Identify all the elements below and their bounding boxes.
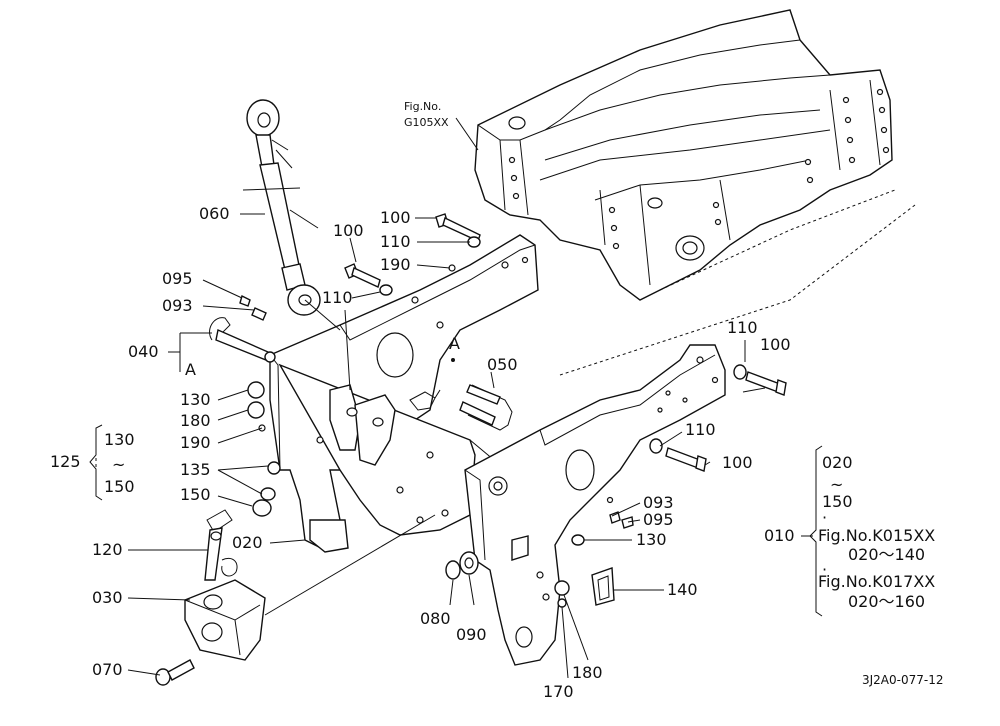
group-125-top: 130 [104,430,135,449]
group-010-brace [809,445,823,617]
label-180-a: 180 [180,411,211,430]
bushing-130-left [247,381,265,399]
left-bracket-020 [269,234,539,553]
grease-135-b [260,487,276,501]
label-130-b: 130 [636,530,667,549]
label-110-b: 110 [322,288,353,307]
group-010-fig2: Fig.No.K017XX [818,572,935,591]
label-100-c: 100 [760,335,791,354]
bushing-180-left [247,401,265,419]
label-060: 060 [199,204,230,223]
lift-pin-120 [204,509,238,581]
transmission-housing [474,9,916,376]
label-093-b: 093 [643,493,674,512]
figure-ref-line2: G105XX [404,116,449,129]
label-180-b: 180 [572,663,603,682]
label-095-a: 095 [162,269,193,288]
label-100-b: 100 [333,221,364,240]
label-080: 080 [420,609,451,628]
bolt-100-right-upper [733,364,787,396]
group-010-bottom: 150 [822,492,853,511]
fitting-093-left [251,307,267,321]
label-090: 090 [456,625,487,644]
top-link-060 [242,99,321,316]
group-010-tilde: ~ [830,475,843,494]
marker-A-dot [451,358,455,362]
label-050: 050 [487,355,518,374]
label-093-a: 093 [162,296,193,315]
label-125: 125 [50,452,81,471]
label-190-b: 190 [180,433,211,452]
bolt-070 [155,659,195,686]
label-040: 040 [128,342,159,361]
label-110-d: 110 [685,420,716,439]
label-130-a: 130 [180,390,211,409]
figure-ref-line1: Fig.No. [404,100,441,113]
label-120: 120 [92,540,123,559]
label-110-a: 110 [380,232,411,251]
group-010-range1: 020～140 [848,545,925,564]
bushing-130-right [571,534,585,546]
pin-040 [209,317,276,363]
washer-080 [445,560,461,580]
plug-170 [557,598,567,608]
grease-135-a [267,461,281,475]
label-140: 140 [667,580,698,599]
bolt-100-right-lower [649,438,707,472]
label-010: 010 [764,526,795,545]
group-010-bullet2: · [822,560,827,579]
group-010-top: 020 [822,453,853,472]
group-125-tilde: ~ [112,455,125,474]
bolt-100-top [435,213,481,248]
drawing-code: 3J2A0-077-12 [862,673,944,687]
group-010-fig1: Fig.No.K015XX [818,526,935,545]
group-010-bullet1: · [822,508,827,527]
bushing-180-right [554,580,570,596]
label-170: 170 [543,682,574,701]
lock-pin [409,389,441,411]
label-020: 020 [232,533,263,552]
label-135: 135 [180,460,211,479]
bolt-100-upper-mid [344,263,393,296]
label-150: 150 [180,485,211,504]
group-125-bottom: 150 [104,477,135,496]
block-030 [184,579,266,661]
fitting-095-left [239,294,251,307]
fitting-095-right [621,516,634,529]
label-190-a: 190 [380,255,411,274]
label-100-d: 100 [722,453,753,472]
label-A-left: A [185,360,196,379]
label-A-center: A [449,334,460,353]
label-030: 030 [92,588,123,607]
label-070: 070 [92,660,123,679]
right-bracket [464,344,726,666]
group-010-range2: 020～160 [848,592,925,611]
label-095-b: 095 [643,510,674,529]
label-110-c: 110 [727,318,758,337]
cap-150 [252,499,272,517]
clip-050 [459,384,513,431]
label-100-a: 100 [380,208,411,227]
leader-lines [127,213,813,679]
fitting-093-right [609,511,621,524]
